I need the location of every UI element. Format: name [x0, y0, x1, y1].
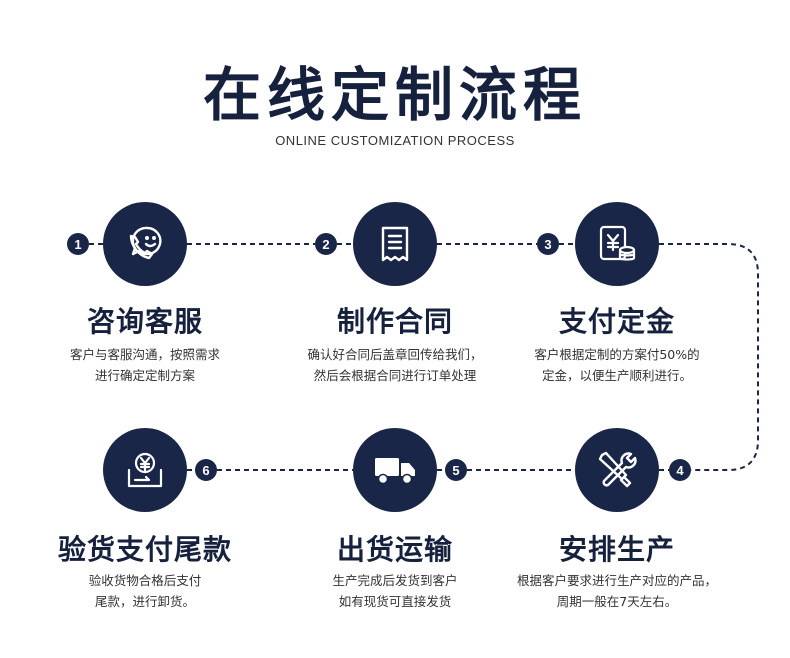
step-3-desc-line2: 定金，以便生产顺利进行。	[541, 368, 692, 383]
step-3-desc: 客户根据定制的方案付50%的 定金，以便生产顺利进行。	[487, 344, 747, 386]
step-2-circle	[353, 202, 437, 286]
step-4-number: 4	[669, 459, 691, 481]
step-5-desc-line2: 如有现货可直接发货	[338, 594, 452, 609]
step-6-desc-line2: 尾款，进行卸货。	[94, 594, 195, 609]
step-4-desc-line2: 周期一般在7天左右。	[556, 594, 678, 609]
yen-payment-icon	[127, 452, 163, 488]
step-5-desc-line1: 生产完成后发货到客户	[332, 573, 458, 588]
step-1-desc-line2: 进行确定定制方案	[94, 368, 195, 383]
step-2-desc-line1: 确认好合同后盖章回传给我们，	[307, 347, 483, 362]
step-3-number: 3	[537, 233, 559, 255]
step-1-number: 1	[67, 233, 89, 255]
tools-icon	[598, 451, 637, 488]
step-6-circle	[103, 428, 187, 512]
step-5-number: 5	[445, 459, 467, 481]
step-4-title: 安排生产	[558, 533, 675, 566]
connector-3-4	[659, 243, 759, 471]
step-4-desc-line1: 根据客户要求进行生产对应的产品，	[516, 573, 717, 588]
step-1-circle	[103, 202, 187, 286]
yen-invoice-icon	[599, 225, 636, 261]
step-1-desc: 客户与客服沟通，按照需求 进行确定定制方案	[15, 344, 275, 386]
step-4-circle	[575, 428, 659, 512]
step-1-title: 咨询客服	[86, 305, 203, 338]
step-3-desc-line1: 客户根据定制的方案付50%的	[534, 347, 700, 362]
step-6-title: 验货支付尾款	[57, 533, 232, 566]
page-title: 在线定制流程	[202, 61, 587, 129]
step-6-desc: 验收货物合格后支付 尾款，进行卸货。	[15, 570, 275, 612]
step-1-desc-line1: 客户与客服沟通，按照需求	[69, 347, 220, 362]
step-6-number: 6	[195, 459, 217, 481]
step-5-title: 出货运输	[336, 533, 453, 566]
step-2-desc: 确认好合同后盖章回传给我们， 然后会根据合同进行订单处理	[265, 344, 525, 386]
phone-chat-icon	[129, 226, 162, 260]
step-3-circle	[575, 202, 659, 286]
step-2-number: 2	[315, 233, 337, 255]
step-3-title: 支付定金	[558, 305, 675, 338]
step-6-desc-line1: 验收货物合格后支付	[88, 573, 202, 588]
document-icon	[381, 226, 409, 262]
step-5-circle	[353, 428, 437, 512]
step-4-desc: 根据客户要求进行生产对应的产品， 周期一般在7天左右。	[487, 570, 747, 612]
step-2-desc-line2: 然后会根据合同进行订单处理	[313, 368, 477, 383]
truck-icon	[375, 458, 415, 485]
page-subtitle: ONLINE CUSTOMIZATION PROCESS	[275, 133, 515, 148]
step-2-title: 制作合同	[336, 305, 453, 338]
step-5-desc: 生产完成后发货到客户 如有现货可直接发货	[265, 570, 525, 612]
